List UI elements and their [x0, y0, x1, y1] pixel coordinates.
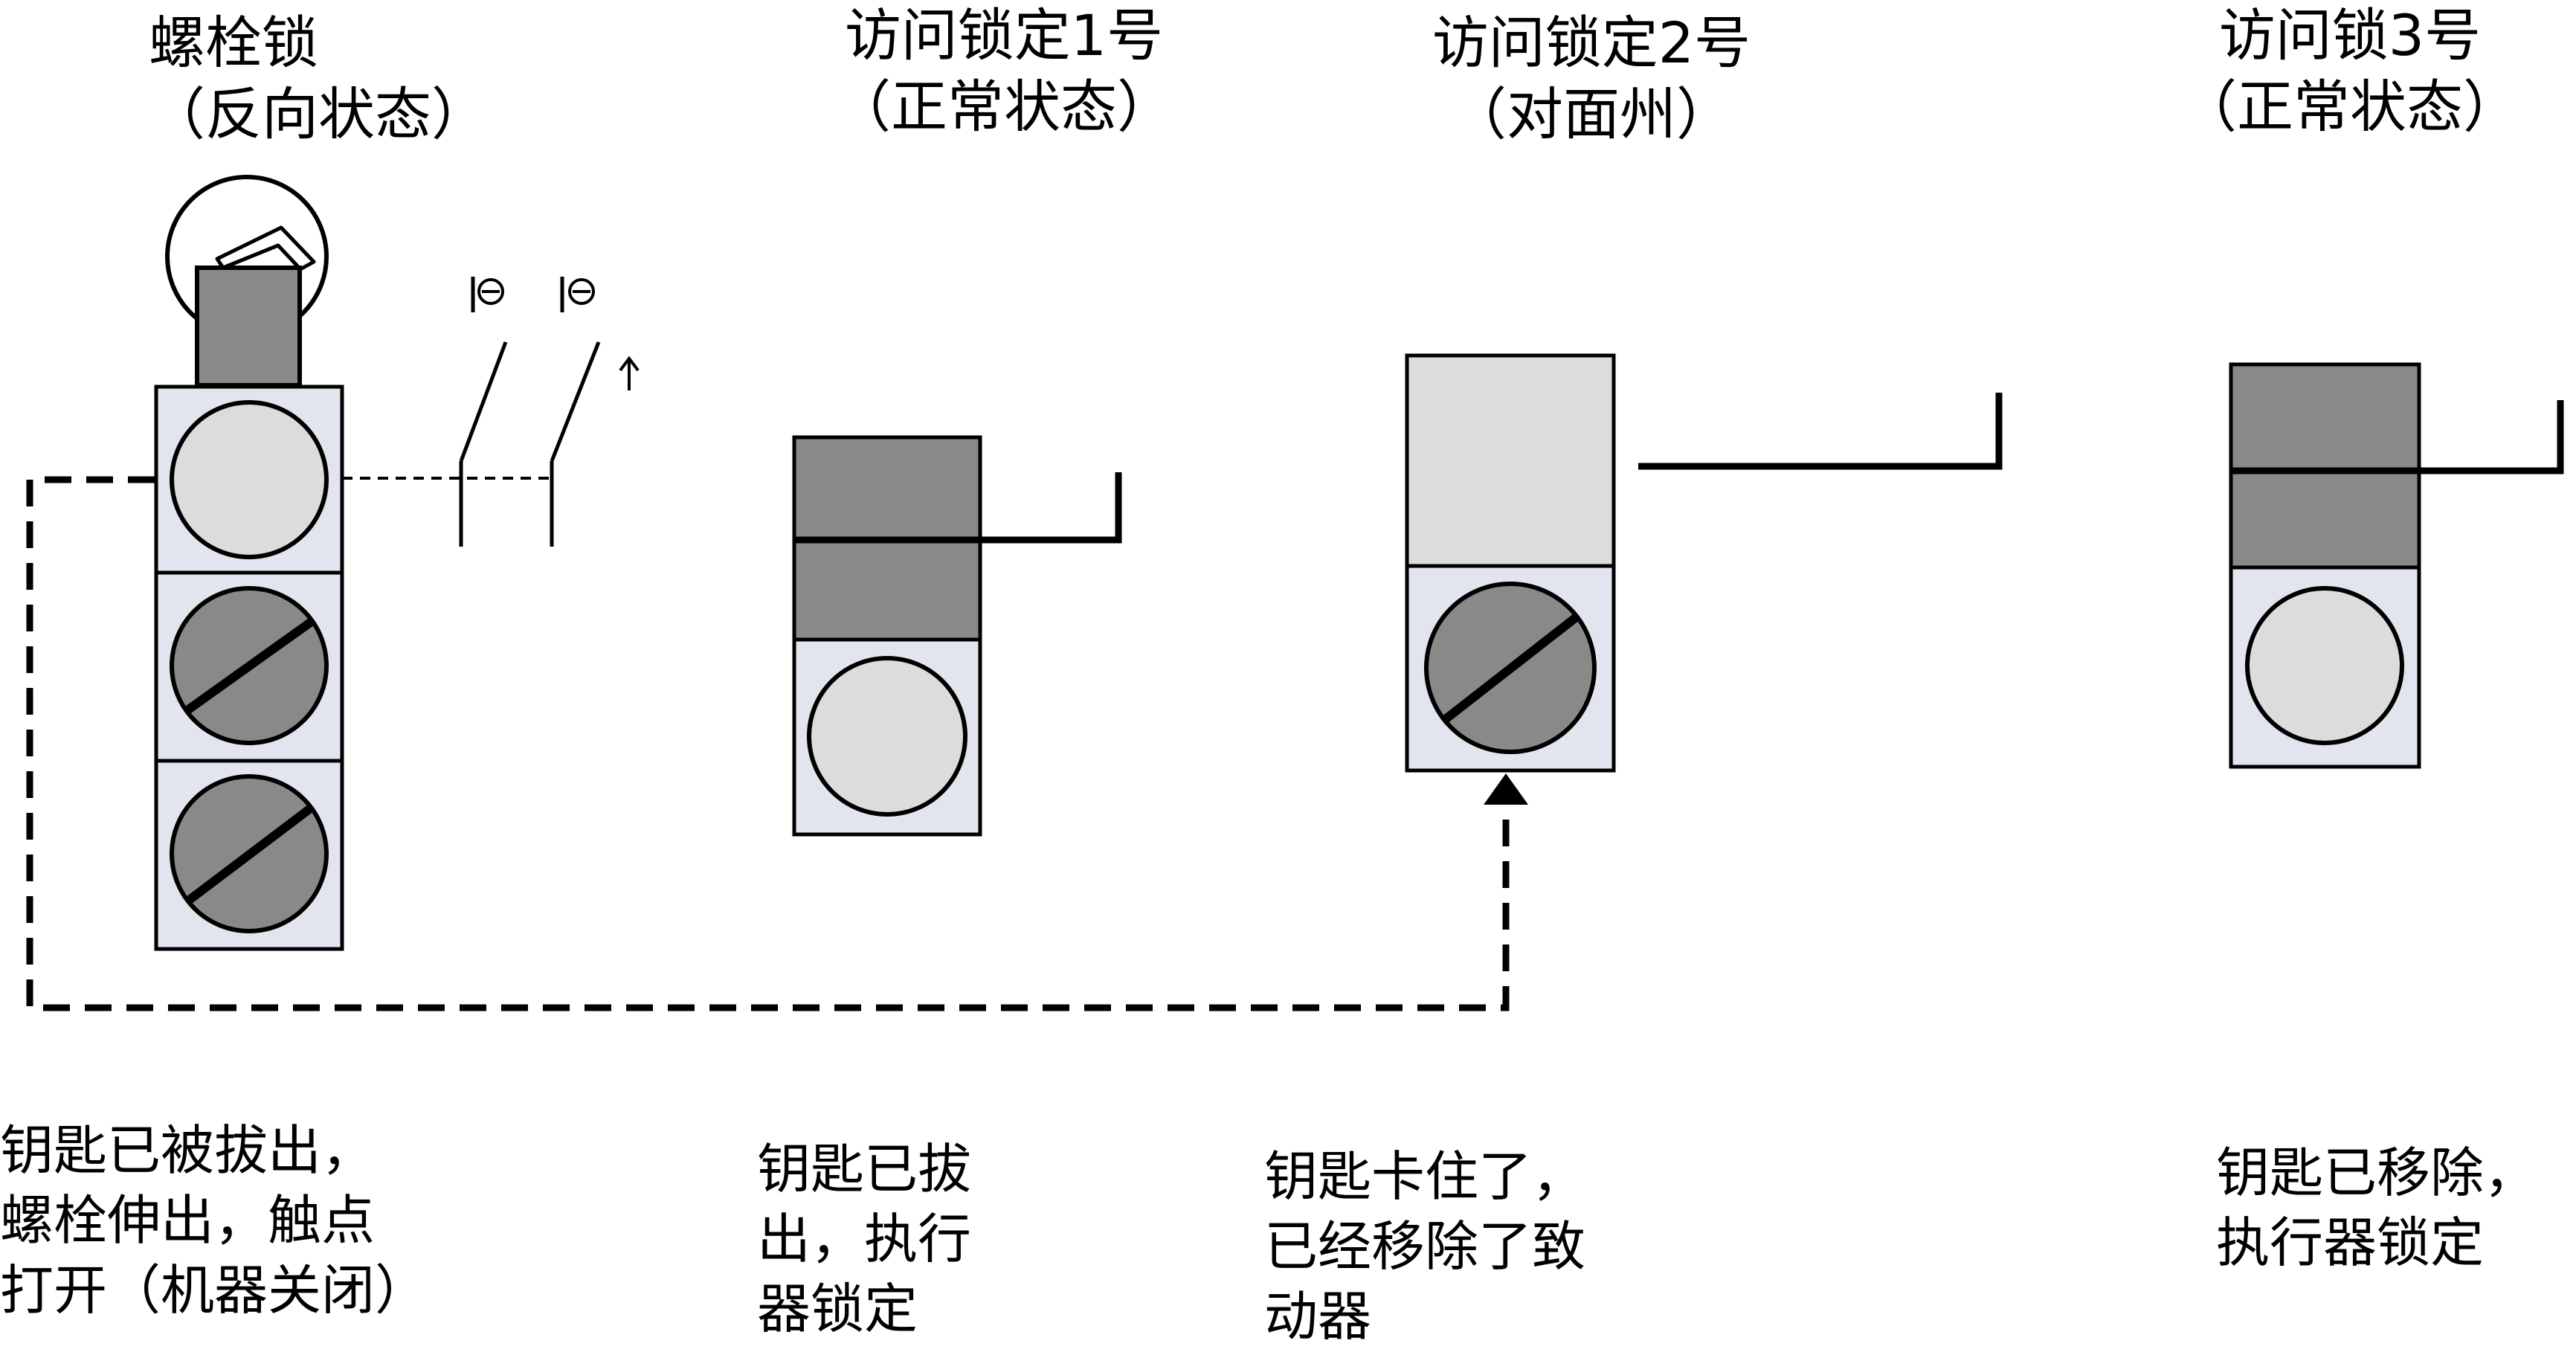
bolt-key-slot-1-slit — [184, 617, 315, 714]
access-lock-2-state: （对面州） — [1450, 81, 1733, 147]
access-lock-3-title: 访问锁3号 — [2218, 2, 2482, 68]
switch-2-blade — [550, 341, 601, 462]
bolt-lock-title: 螺栓锁 — [149, 10, 318, 76]
arrow-up-icon — [1484, 773, 1528, 805]
access-lock-3-caption: 钥匙已移除， 执行器锁定 — [2216, 1138, 2537, 1278]
bolt-lock — [154, 175, 344, 951]
access-lock-2-caption: 钥匙卡住了， 已经移除了致 动器 — [1264, 1142, 1585, 1351]
access-lock-1-caption-line-2: 出，执行 — [757, 1208, 972, 1270]
access-lock-1-key — [794, 472, 1122, 544]
access-lock-2-caption-line-1: 钥匙卡住了， — [1264, 1145, 1586, 1208]
access-lock-3-caption-line-2: 执行器锁定 — [2216, 1211, 2485, 1274]
access-lock-1-caption-line-1: 钥匙已拔 — [757, 1138, 972, 1200]
access-lock-3-caption-line-1: 钥匙已移除， — [2216, 1142, 2538, 1204]
contact-switches — [342, 277, 640, 547]
bolt-lock-caption-line-2: 螺栓伸出，触点 — [0, 1189, 376, 1252]
access-lock-3-light-indicator — [2245, 586, 2404, 745]
bolt-shaft — [195, 266, 302, 387]
bolt-key-slot-2-slit — [184, 803, 315, 905]
bolt-lock-caption-line-3: 打开（机器关闭） — [0, 1259, 429, 1322]
bolt-lock-caption: 钥匙已被拔出， 螺栓伸出，触点 打开（机器关闭） — [0, 1116, 428, 1325]
access-lock-2-actuator — [1405, 353, 1616, 568]
key-transfer-path — [26, 476, 1528, 1011]
access-lock-1-light-indicator — [807, 656, 967, 817]
access-lock-2-caption-line-3: 动器 — [1264, 1285, 1372, 1348]
access-lock-2-key — [1638, 393, 2003, 470]
access-lock-1-state: （正常状态） — [834, 74, 1173, 140]
access-lock-2-title: 访问锁定2号 — [1432, 10, 1751, 76]
access-lock-1-title: 访问锁定1号 — [844, 2, 1164, 68]
access-lock-3-title-block: 访问锁3号 （正常状态） — [2157, 0, 2543, 143]
up-arrow-icon — [619, 355, 640, 390]
access-lock-3-actuator — [2229, 362, 2421, 570]
access-lock-1-caption: 钥匙已拔 出，执行 器锁定 — [757, 1134, 971, 1344]
switch-1-blade — [459, 341, 508, 462]
bolt-light-indicator — [170, 400, 329, 559]
access-lock-3 — [2229, 362, 2564, 769]
access-lock-3-state: （正常状态） — [2180, 74, 2519, 140]
access-lock-2-title-block: 访问锁定2号 （对面州） — [1383, 7, 1800, 150]
access-lock-2-caption-line-2: 已经移除了致 — [1264, 1215, 1586, 1278]
access-lock-1-caption-line-3: 器锁定 — [757, 1278, 918, 1340]
access-lock-2-key-slot-slit — [1440, 612, 1581, 725]
access-lock-1 — [792, 435, 1122, 837]
access-lock-3-key — [2231, 400, 2564, 474]
bolt-lock-caption-line-1: 钥匙已被拔出， — [0, 1119, 376, 1182]
access-lock-2 — [1405, 353, 2003, 773]
access-lock-1-title-block: 访问锁定1号 （正常状态） — [796, 0, 1212, 143]
